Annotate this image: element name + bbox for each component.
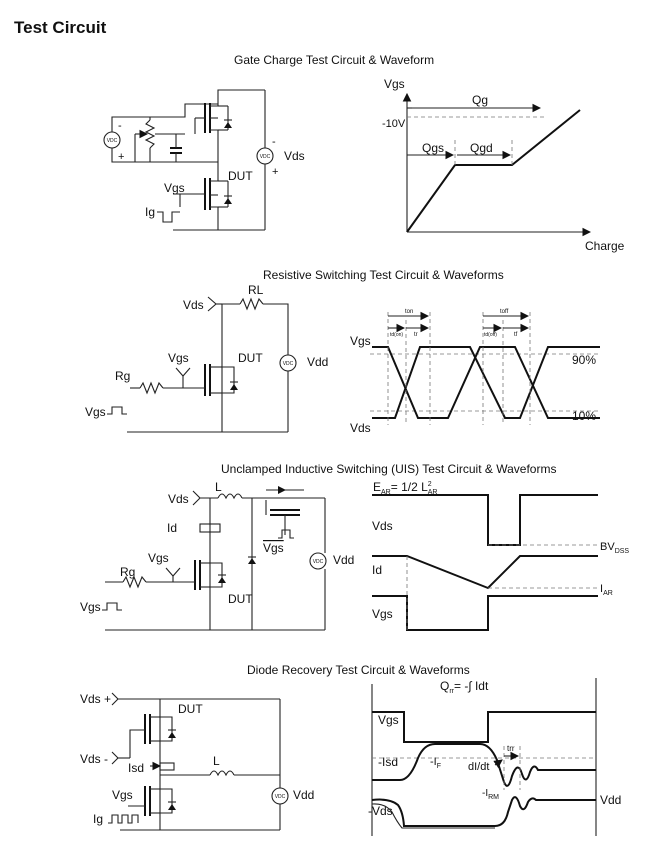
- vds-label: Vds: [284, 149, 305, 163]
- rw-vgs-label: Vgs: [350, 334, 371, 348]
- uis-rg-label: Rg: [120, 565, 135, 579]
- uis-wf-vds-label: Vds: [372, 519, 393, 533]
- diode-recovery-title: Diode Recovery Test Circuit & Waveforms: [247, 663, 470, 677]
- uis-dut-label: DUT: [228, 592, 253, 606]
- diode-recovery-waveform: Qrr= -∫ Idt Vgs -Isd -IF dI/dt trr -IRM …: [368, 678, 621, 836]
- uis-iar-label: IAR: [600, 583, 613, 597]
- uis-vds-label: Vds: [168, 492, 189, 506]
- rs-vgs-label: Vgs: [168, 351, 189, 365]
- dr-wf-vgs-label: Vgs: [378, 713, 399, 727]
- rw-tdon-label: td(on): [390, 332, 403, 338]
- wf-10v-label: -10V: [382, 118, 406, 130]
- uis-title: Unclamped Inductive Switching (UIS) Test…: [221, 462, 557, 476]
- rw-ton-label: ton: [405, 309, 413, 315]
- dr-wf-vdd-label: Vdd: [600, 793, 621, 807]
- uis-bvdss-label: BVDSS: [600, 541, 629, 555]
- dr-qrr-label: Qrr= -∫ Idt: [440, 679, 489, 695]
- rs-vds-label: Vds: [183, 298, 204, 312]
- vgs-label: Vgs: [164, 181, 185, 195]
- rs-rg-label: Rg: [115, 369, 130, 383]
- rs-vdc-text: VDC: [283, 361, 294, 367]
- ig-label: Ig: [145, 205, 155, 219]
- dr-vds-plus-label: Vds +: [80, 692, 111, 706]
- resistive-switching-waveform: Vgs Vds 90% 10% ton td(on) tr toff td(of…: [350, 309, 600, 435]
- rw-tf-label: tf: [514, 332, 518, 338]
- dr-vdd-label: Vdd: [293, 788, 314, 802]
- vdc-plus: +: [118, 151, 124, 163]
- dr-ig-label: Ig: [93, 812, 103, 826]
- dr-vdc-text: VDC: [275, 794, 286, 800]
- dr-vds-minus-label: Vds -: [80, 752, 108, 766]
- resistive-switching-circuit: Vds RL VDC Vdd DUT Rg Vgs Vgs: [85, 283, 328, 433]
- dr-l-label: L: [213, 754, 220, 768]
- vdc-text: VDC: [107, 138, 118, 144]
- uis-vgs-bar-label: Vgs: [263, 541, 284, 555]
- page-title: Test Circuit: [14, 18, 107, 37]
- diode-recovery-circuit: Vds + Vds - DUT Isd L VDC Vdd: [80, 692, 314, 831]
- rw-90-label: 90%: [572, 353, 596, 367]
- dr-if-label: -IF: [430, 756, 441, 770]
- wf-vgs-label: Vgs: [384, 77, 405, 91]
- dr-wf-vds-label: -Vds: [368, 804, 393, 818]
- dr-wf-isd-label: -Isd: [378, 755, 398, 769]
- rs-vdd-label: Vdd: [307, 355, 328, 369]
- dr-irm-label: -IRM: [482, 788, 499, 801]
- vds-plus: +: [272, 166, 278, 178]
- rs-vgs-pulse-label: Vgs: [85, 405, 106, 419]
- uis-l-label: L: [215, 480, 222, 494]
- uis-vgs-pulse-label: Vgs: [80, 600, 101, 614]
- rw-tr-label: tr: [414, 332, 418, 338]
- rs-dut-label: DUT: [238, 351, 263, 365]
- wf-qgs-label: Qgs: [422, 141, 444, 155]
- uis-wf-vgs-label: Vgs: [372, 607, 393, 621]
- uis-circuit: Vds L Id Vgs VDC Vdd DUT Vgs: [80, 480, 354, 631]
- gate-charge-waveform: Vgs Charge -10V Qg Qgs Qgd: [382, 77, 625, 253]
- wf-qg-label: Qg: [472, 93, 488, 107]
- rw-vds-label: Vds: [350, 421, 371, 435]
- dr-didt-label: dI/dt: [468, 761, 489, 773]
- uis-wf-id-label: Id: [372, 563, 382, 577]
- gate-charge-title: Gate Charge Test Circuit & Waveform: [234, 53, 435, 67]
- rw-10-label: 10%: [572, 409, 596, 423]
- dr-trr-label: trr: [507, 744, 515, 753]
- wf-qgd-label: Qgd: [470, 141, 493, 155]
- uis-vdd-label: Vdd: [333, 553, 354, 567]
- vdc-text-right: VDC: [260, 154, 271, 160]
- rw-toff-label: toff: [500, 309, 509, 315]
- dr-isd-label: Isd: [128, 761, 144, 775]
- dut-label: DUT: [228, 169, 253, 183]
- vds-minus: -: [272, 136, 276, 148]
- dr-dut-label: DUT: [178, 702, 203, 716]
- resistive-switching-title: Resistive Switching Test Circuit & Wavef…: [263, 268, 504, 282]
- rw-tdoff-label: td(off): [484, 332, 497, 338]
- uis-vgs-label: Vgs: [148, 551, 169, 565]
- gate-charge-circuit: VDC - + VDC - + Vds: [103, 89, 305, 231]
- wf-charge-label: Charge: [585, 239, 625, 253]
- vdc-minus: -: [118, 120, 122, 132]
- dr-vgs-label: Vgs: [112, 788, 133, 802]
- uis-id-label: Id: [167, 521, 177, 535]
- uis-vdc-text: VDC: [313, 559, 324, 565]
- rs-rl-label: RL: [248, 283, 264, 297]
